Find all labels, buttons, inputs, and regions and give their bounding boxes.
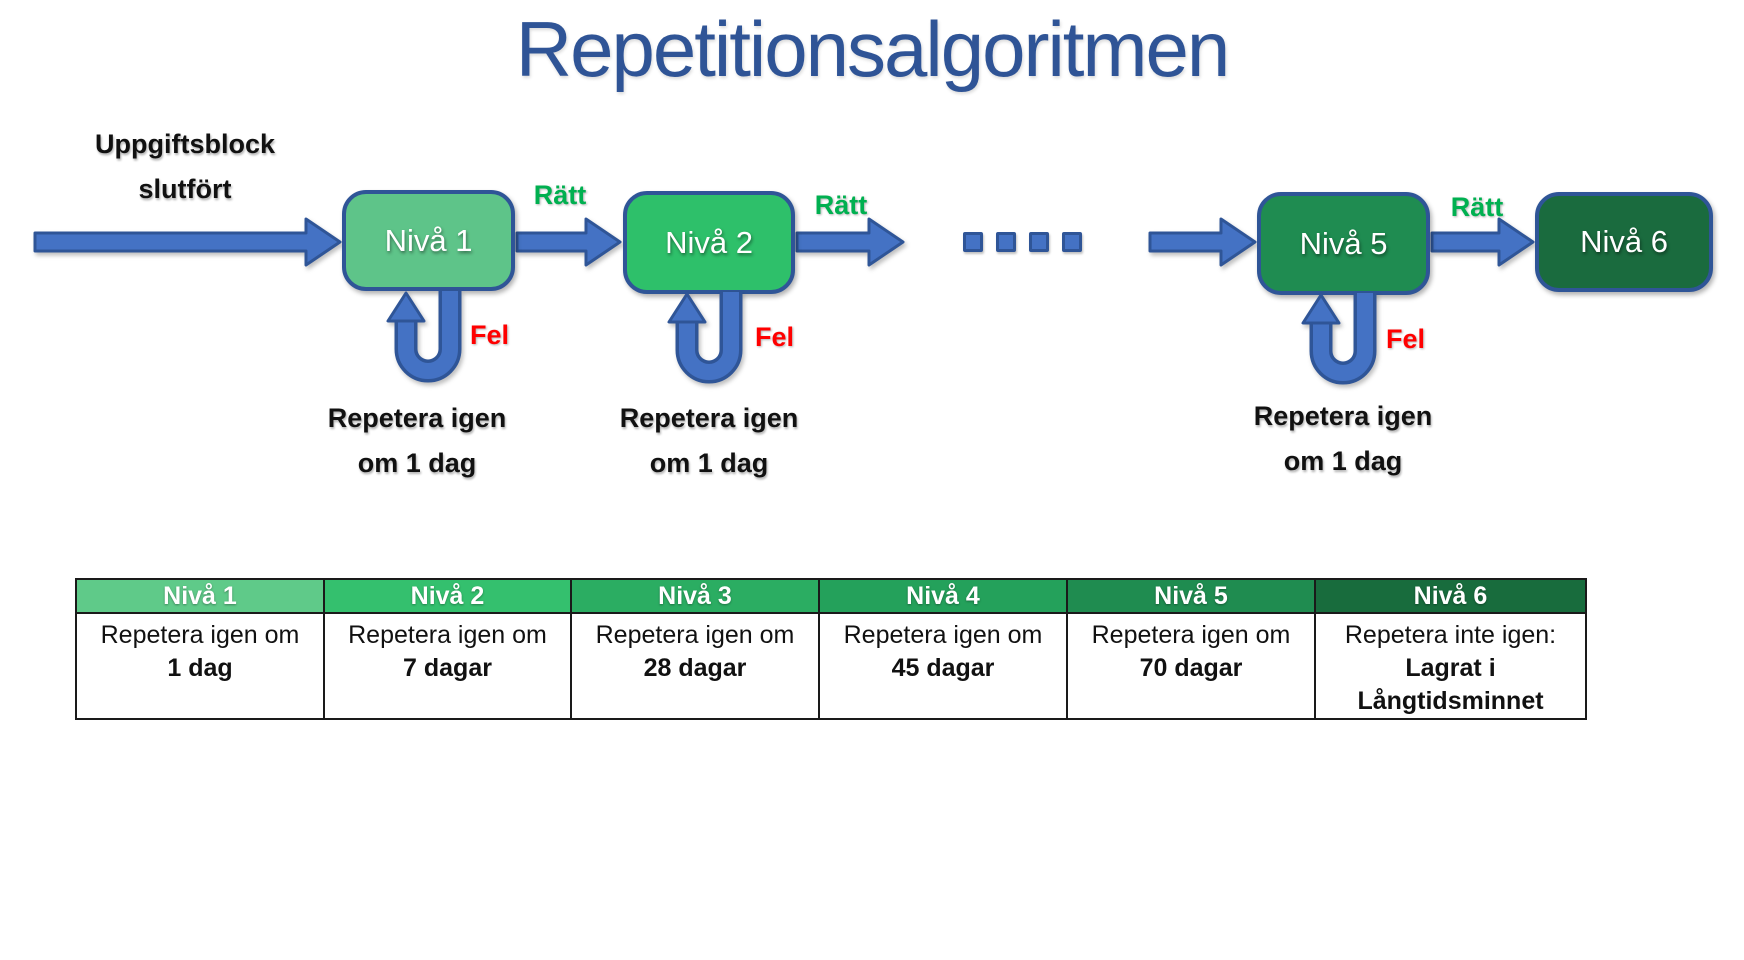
table-body-row: Repetera igen om 1 dag Repetera igen om …	[75, 612, 1587, 720]
levels-table: Nivå 1 Nivå 2 Nivå 3 Nivå 4 Nivå 5 Nivå …	[75, 578, 1587, 720]
level-1-node: Nivå 1	[342, 190, 515, 291]
repeat-caption-level2: Repetera igen om 1 dag	[569, 396, 849, 486]
dot-icon	[1062, 232, 1082, 252]
table-cell-level5: Repetera igen om 70 dagar	[1066, 612, 1316, 720]
table-cell-level1: Repetera igen om 1 dag	[75, 612, 325, 720]
arrow-level5-to-level6-icon	[1430, 217, 1535, 267]
cell-value: 28 dagar	[643, 654, 747, 682]
table-header-level1: Nivå 1	[75, 578, 325, 614]
correct-label-2: Rätt	[814, 190, 868, 220]
table-header-level3: Nivå 3	[570, 578, 820, 614]
table-cell-level3: Repetera igen om 28 dagar	[570, 612, 820, 720]
level-6-node: Nivå 6	[1535, 192, 1713, 292]
table-header-level5: Nivå 5	[1066, 578, 1316, 614]
repeat-caption-line1: Repetera igen	[1253, 401, 1433, 431]
cell-value: 1 dag	[167, 654, 233, 682]
error-label-1: Fel	[470, 320, 510, 350]
table-cell-level6: Repetera inte igen: Lagrat i Långtidsmin…	[1314, 612, 1587, 720]
error-label-3: Fel	[1386, 324, 1426, 354]
repeat-caption-line2: om 1 dag	[649, 448, 769, 478]
cell-text: Repetera igen om	[1091, 621, 1291, 649]
cell-text: Repetera inte igen:	[1344, 621, 1557, 649]
arrow-level1-to-level2-icon	[515, 217, 622, 267]
table-header-row: Nivå 1 Nivå 2 Nivå 3 Nivå 4 Nivå 5 Nivå …	[75, 578, 1587, 614]
dot-icon	[1029, 232, 1049, 252]
cell-text: Repetera igen om	[595, 621, 795, 649]
ellipsis-dots-icon	[963, 232, 1082, 252]
level-2-node: Nivå 2	[623, 191, 795, 294]
arrow-level2-out-icon	[795, 217, 905, 267]
error-label-2: Fel	[755, 322, 795, 352]
level-2-label: Nivå 2	[665, 224, 753, 260]
cell-text: Repetera igen om	[348, 621, 547, 649]
arrow-into-level5-icon	[1148, 217, 1257, 267]
page-title: Repetitionsalgoritmen	[515, 5, 1230, 93]
table-cell-level2: Repetera igen om 7 dagar	[323, 612, 572, 720]
dot-icon	[963, 232, 983, 252]
table-header-level6: Nivå 6	[1314, 578, 1587, 614]
correct-label-1: Rätt	[533, 180, 587, 210]
entry-label: Uppgiftsblock slutfört	[40, 122, 330, 212]
repeat-caption-line1: Repetera igen	[327, 403, 507, 433]
entry-label-line1: Uppgiftsblock	[95, 129, 275, 159]
table-header-level4: Nivå 4	[818, 578, 1068, 614]
cell-value: 70 dagar	[1139, 654, 1243, 682]
level-1-label: Nivå 1	[384, 222, 473, 258]
cell-text: Repetera igen om	[843, 621, 1043, 649]
repeat-caption-line2: om 1 dag	[357, 448, 477, 478]
cell-value: Lagrat i	[1405, 654, 1496, 682]
level-5-label: Nivå 5	[1299, 225, 1388, 261]
level-6-label: Nivå 6	[1580, 224, 1668, 259]
correct-label-3: Rätt	[1450, 192, 1504, 222]
cell-value: 7 dagar	[403, 654, 492, 682]
repeat-caption-line2: om 1 dag	[1283, 446, 1403, 476]
level-5-node: Nivå 5	[1257, 192, 1430, 295]
loop-arrow-level1-icon	[386, 291, 462, 383]
table-header-level2: Nivå 2	[323, 578, 572, 614]
entry-arrow-icon	[33, 217, 342, 267]
cell-value: Långtidsminnet	[1357, 687, 1544, 715]
entry-label-line2: slutfört	[138, 174, 232, 204]
loop-arrow-level5-icon	[1301, 293, 1377, 385]
cell-value: 45 dagar	[891, 654, 995, 682]
repeat-caption-line1: Repetera igen	[619, 403, 799, 433]
repeat-caption-level5: Repetera igen om 1 dag	[1203, 394, 1483, 484]
loop-arrow-level2-icon	[667, 292, 743, 384]
dot-icon	[996, 232, 1016, 252]
table-cell-level4: Repetera igen om 45 dagar	[818, 612, 1068, 720]
repeat-caption-level1: Repetera igen om 1 dag	[277, 396, 557, 486]
cell-text: Repetera igen om	[100, 621, 300, 649]
